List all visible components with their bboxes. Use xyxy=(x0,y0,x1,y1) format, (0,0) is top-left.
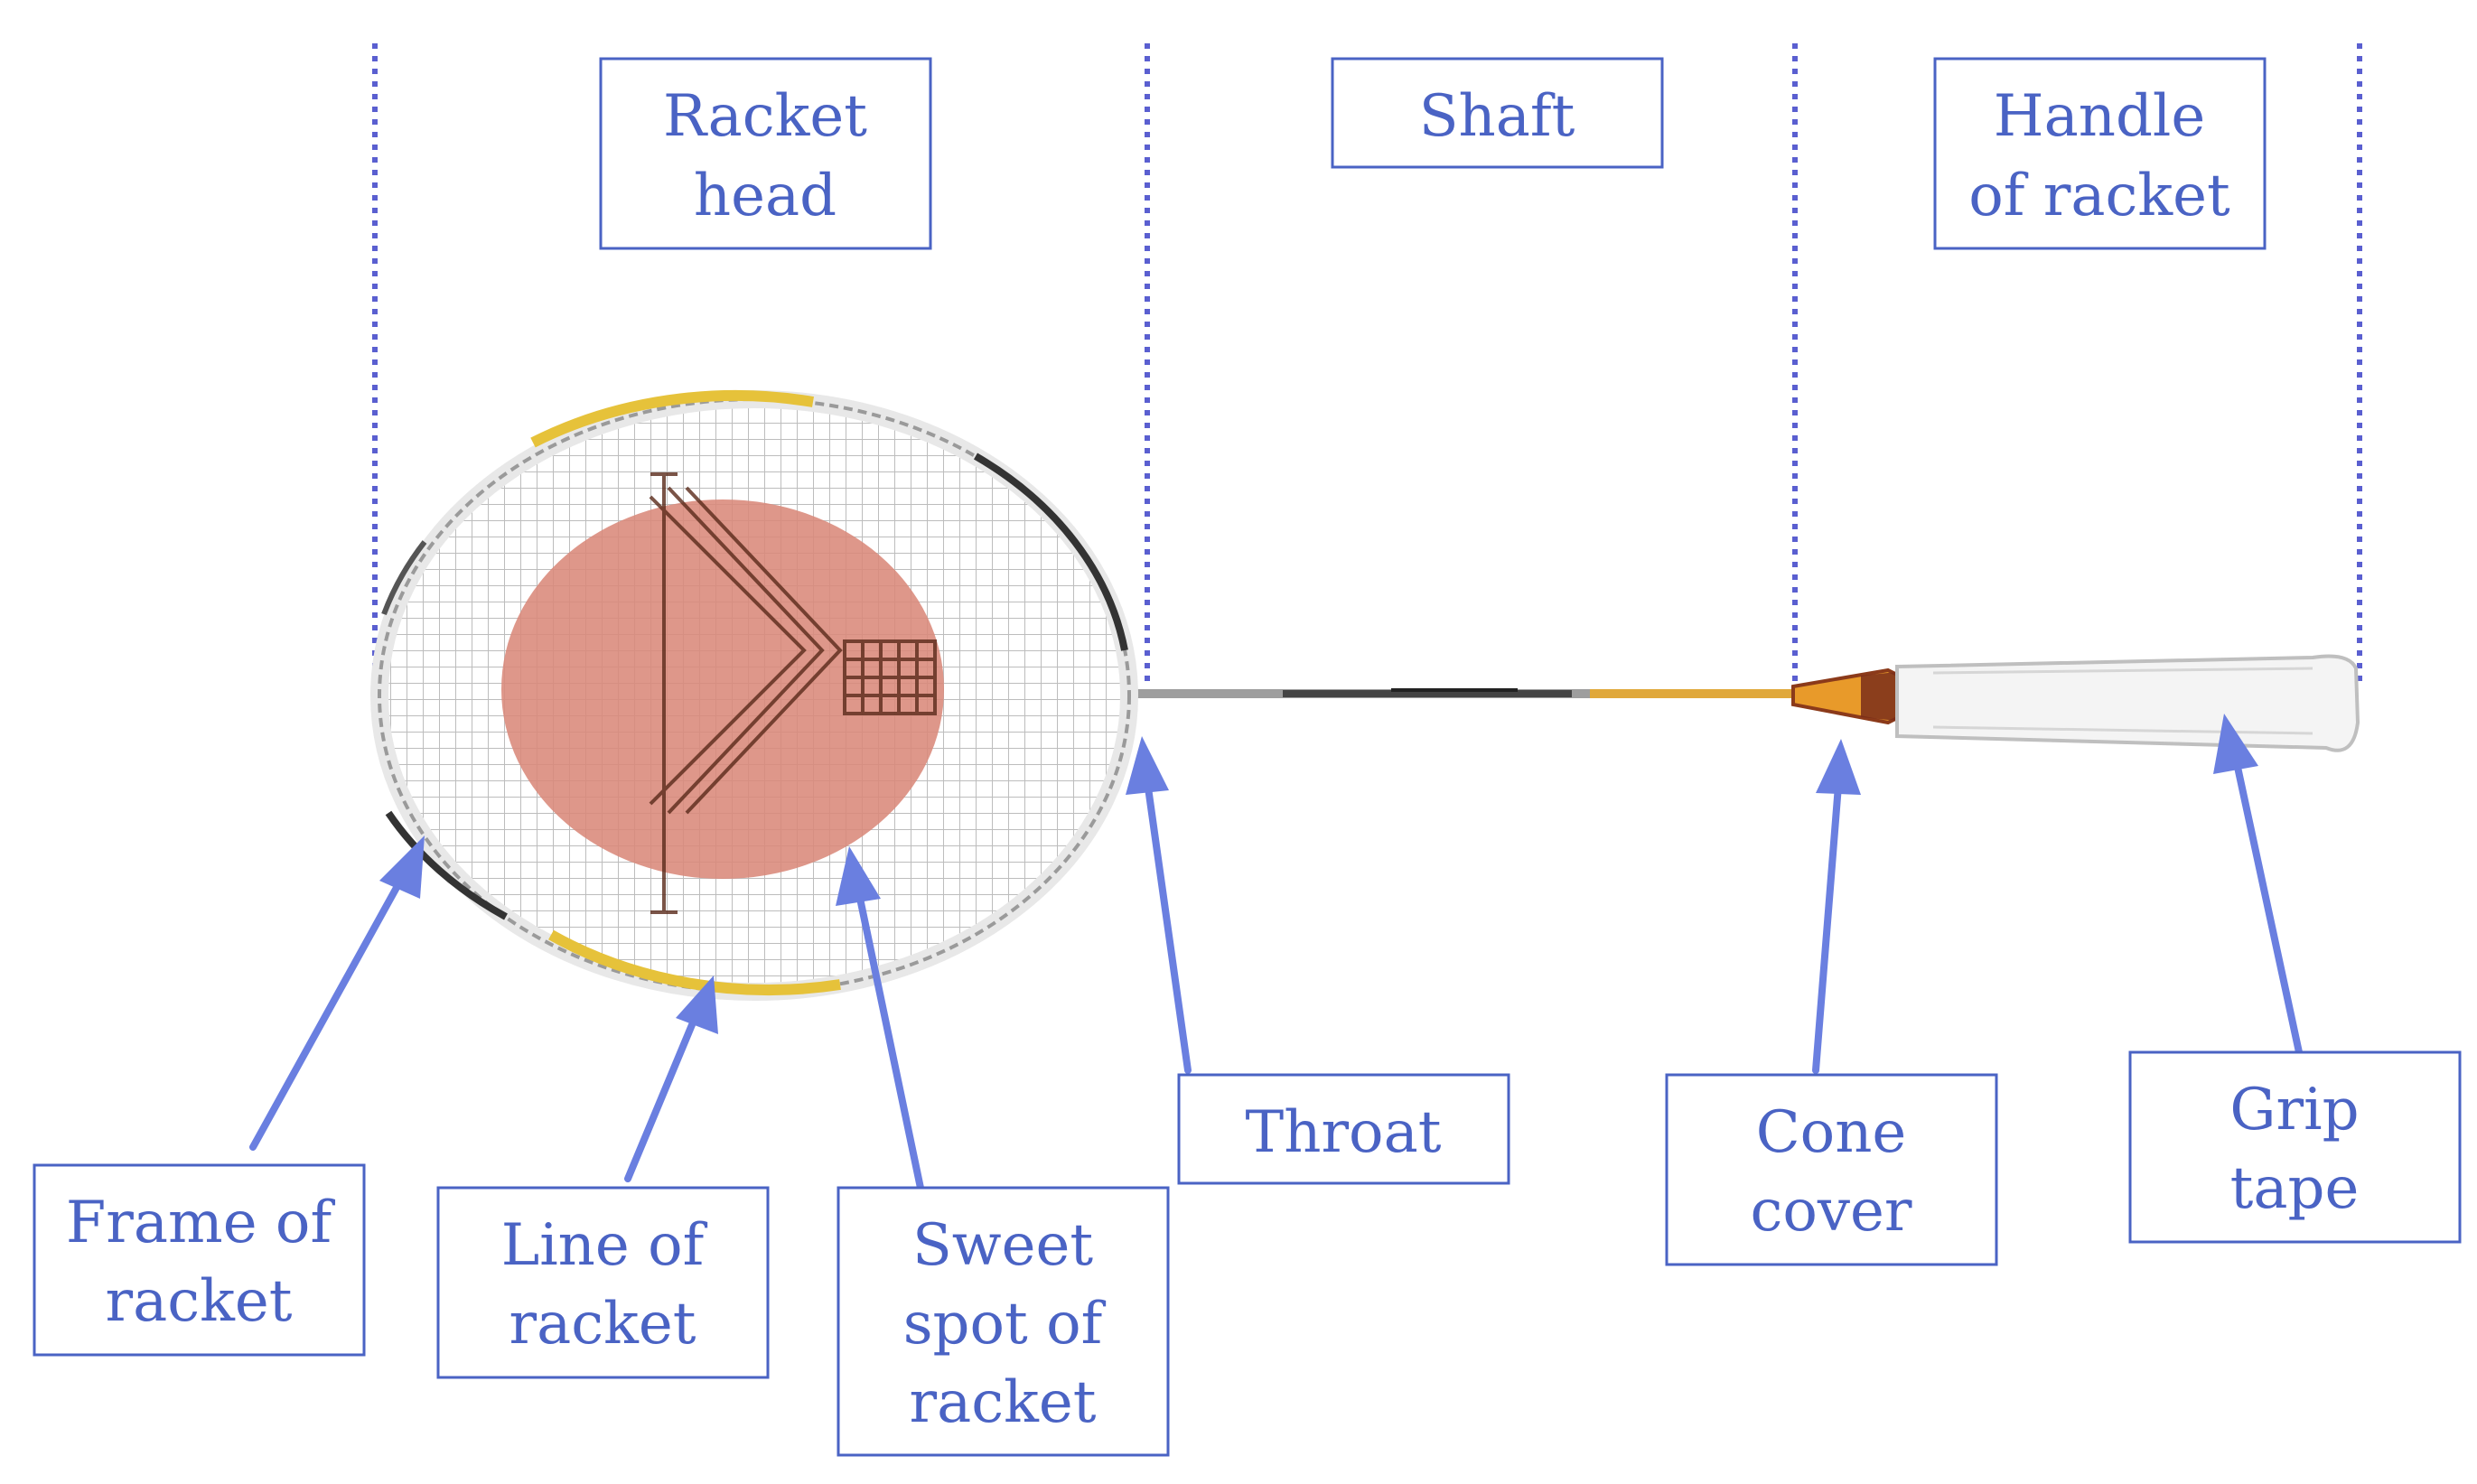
shaft-label: Shaft xyxy=(1419,83,1575,150)
handle-line-1: Handle xyxy=(1994,83,2206,150)
sweet-spot-area xyxy=(501,499,944,879)
line-line-2: racket xyxy=(509,1291,696,1358)
callout-throat: Throat xyxy=(1177,1073,1510,1185)
frame-arrow xyxy=(249,835,425,1151)
string-logo xyxy=(649,472,937,914)
callout-arrows xyxy=(249,714,2303,1196)
handle-line-2: of racket xyxy=(1968,163,2230,229)
frame-line-1: Frame of xyxy=(66,1190,336,1256)
line-line-1: Line of xyxy=(501,1212,708,1279)
section-label-handle: Handle of racket xyxy=(1933,57,2267,250)
frame-line-2: racket xyxy=(106,1268,293,1335)
racket-shaft xyxy=(1129,688,1807,698)
racket-grip xyxy=(1895,654,2360,752)
sweet-spot-line-2: spot of xyxy=(903,1291,1107,1358)
callout-frame-of-racket: Frame of racket xyxy=(33,1163,366,1357)
throat-arrow xyxy=(1126,736,1192,1074)
sweet-spot-line-1: Sweet xyxy=(912,1212,1093,1279)
cone-cover-line-2: cover xyxy=(1751,1178,1912,1245)
callout-sweet-spot: Sweet spot of racket xyxy=(837,1186,1170,1457)
cone-cover-arrow xyxy=(1812,739,1861,1074)
racket-head-line-1: Racket xyxy=(663,83,867,150)
grip-tape-line-2: tape xyxy=(2230,1155,2360,1222)
throat-label: Throat xyxy=(1246,1099,1442,1166)
sweet-spot-arrow xyxy=(836,846,925,1196)
racket-head-line-2: head xyxy=(694,163,837,229)
grip-tape-arrow xyxy=(2213,714,2303,1056)
callout-line-of-racket: Line of racket xyxy=(436,1186,770,1379)
section-dividers xyxy=(372,43,2362,686)
grip-tape-line-1: Grip xyxy=(2229,1077,2359,1143)
racket-illustration xyxy=(370,389,2360,1001)
sweet-spot-line-3: racket xyxy=(910,1369,1097,1436)
line-arrow xyxy=(624,975,718,1182)
callout-grip-tape: Grip tape xyxy=(2128,1050,2462,1244)
section-label-shaft: Shaft xyxy=(1331,57,1664,169)
cone-cover-line-1: Cone xyxy=(1756,1099,1907,1166)
section-label-racket-head: Racket head xyxy=(599,57,932,250)
callout-cone-cover: Cone cover xyxy=(1665,1073,1998,1266)
